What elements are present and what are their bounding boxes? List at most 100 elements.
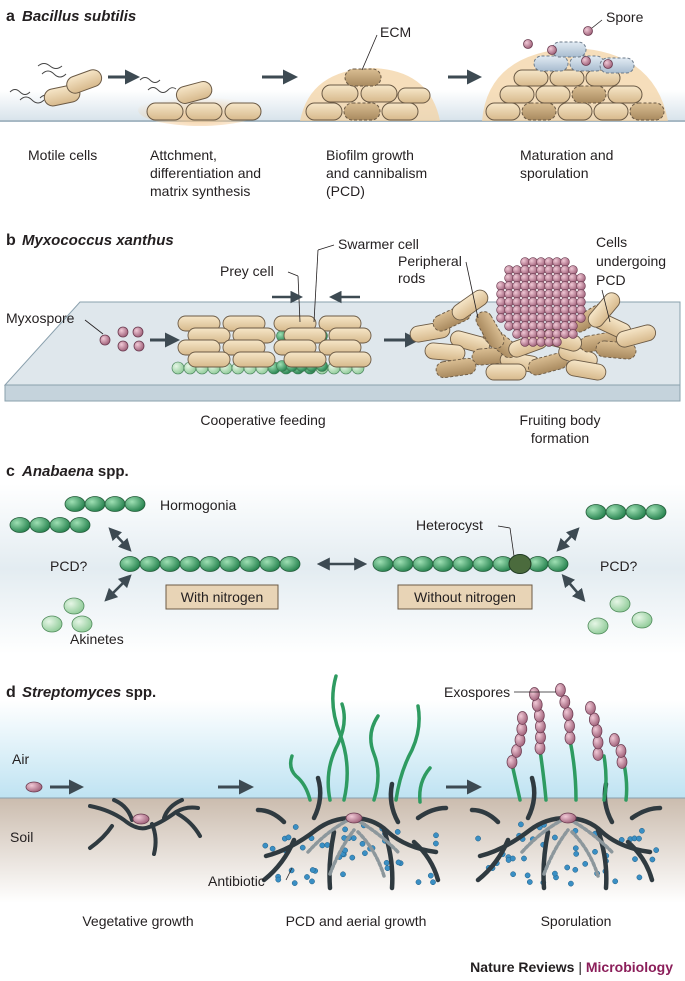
panel-a-letter: a xyxy=(6,8,15,25)
aerial-hypha xyxy=(331,674,349,802)
exospore xyxy=(559,695,571,709)
akinete-cell xyxy=(63,597,85,615)
lysing-hypha xyxy=(542,828,570,876)
panel-d-organism: Streptomyces xyxy=(22,684,121,701)
stage-d-3-line-1: Sporulation xyxy=(541,913,612,929)
myxospore-cell xyxy=(496,305,506,315)
vegetative-hypha xyxy=(255,807,287,825)
myxospore-cell xyxy=(568,265,578,275)
myxospore-cell xyxy=(504,297,514,307)
stage-a-4-line-1: Maturation and xyxy=(520,147,613,163)
vegetative-cell xyxy=(372,556,394,572)
panel-d-suffix: spp. xyxy=(121,684,156,701)
antibiotic-dot xyxy=(636,874,643,881)
myxospore-cell xyxy=(520,305,530,315)
hormogonium-cell xyxy=(585,504,607,520)
myxospore-cell xyxy=(504,289,514,299)
stage-b-1-line-1: Cooperative feeding xyxy=(200,412,325,428)
myxospore-cell xyxy=(568,281,578,291)
myxospore-cell xyxy=(560,289,570,299)
myxospore-cell xyxy=(576,273,586,283)
myxospore-cell xyxy=(536,297,546,307)
peripheral-rod xyxy=(587,292,621,328)
antibiotic-dot xyxy=(521,855,527,862)
myxospore-cell xyxy=(552,337,562,347)
myxospore-cell xyxy=(520,257,530,267)
panel-c: c Anabaena spp. Hormogonia Heterocyst PC… xyxy=(0,463,685,654)
hormogonium-cell xyxy=(69,517,91,533)
vegetative-cell xyxy=(199,556,221,572)
myxospore-cell xyxy=(544,297,554,307)
antibiotic-dot xyxy=(612,878,619,885)
panel-b: b Myxococcus xanthus Myxospore Swarmer c… xyxy=(3,232,681,446)
myxospore-cell xyxy=(568,297,578,307)
biofilm-cells xyxy=(300,34,440,121)
antibiotic-dot xyxy=(639,827,645,834)
antibiotic-dot xyxy=(340,871,346,878)
aerial-hypha xyxy=(369,714,380,802)
stage-a-3-line-1: Biofilm growth xyxy=(326,147,414,163)
vegetative-hypha xyxy=(150,822,158,856)
myxospore-cell xyxy=(496,289,506,299)
myxospore-cell xyxy=(576,281,586,291)
without-nitrogen-box xyxy=(397,584,533,610)
vegetative-cell xyxy=(392,556,414,572)
vegetative-cell xyxy=(279,556,301,572)
peripheral-rod xyxy=(475,311,505,349)
vegetative-cell xyxy=(432,556,454,572)
pcd-label-2: undergoing xyxy=(596,253,666,269)
antibiotic-dot xyxy=(309,867,316,873)
vegetative-hypha xyxy=(261,837,297,883)
germinating-spore xyxy=(132,813,150,825)
pcd-left-label: PCD? xyxy=(50,558,88,574)
exospore xyxy=(506,755,518,769)
myxospore-cell xyxy=(528,305,538,315)
antibiotic-dot xyxy=(427,872,434,879)
mature-biofilm xyxy=(482,19,668,121)
antibiotic-dot xyxy=(395,859,402,866)
antibiotic-dot xyxy=(475,835,481,842)
attachment-cells xyxy=(138,77,262,126)
peripheral-rods-label-2: rods xyxy=(398,270,425,286)
hormogonium-cell xyxy=(64,496,86,512)
antibiotic-dot xyxy=(384,865,391,872)
myxospore-cell xyxy=(520,289,530,299)
myxospore-cell xyxy=(496,313,506,323)
myxospore-cell xyxy=(512,281,522,291)
exospore xyxy=(585,701,596,715)
swarmer-rod xyxy=(187,351,231,368)
cooperative-feeding-cluster xyxy=(171,315,372,375)
peripheral-rods-label-1: Peripheral xyxy=(398,253,462,269)
myxospore-cell xyxy=(552,329,562,339)
antibiotic-dot xyxy=(592,848,598,855)
with-nitrogen-label: With nitrogen xyxy=(181,589,263,605)
hormogonium-cell xyxy=(124,496,146,512)
antibiotic-dot xyxy=(649,856,656,863)
antibiotic-dot xyxy=(299,844,306,851)
myxospore-cell xyxy=(536,257,546,267)
myxospore-cell xyxy=(560,305,570,315)
myxospore-cell xyxy=(576,297,586,307)
myxospores xyxy=(84,319,145,352)
exospore xyxy=(529,687,540,701)
myxospore-cell xyxy=(520,321,530,331)
panel-c-organism: Anabaena xyxy=(21,463,94,480)
myxospore-cell xyxy=(576,305,586,315)
vegetative-hypha xyxy=(525,775,537,821)
antibiotic-dot xyxy=(572,866,579,873)
prey-cell-label: Prey cell xyxy=(220,263,274,279)
myxospore-cell xyxy=(560,297,570,307)
myxospore-cell xyxy=(520,297,530,307)
antibiotic-dot xyxy=(552,834,558,841)
panel-c-background xyxy=(0,484,685,654)
lysing-hypha xyxy=(570,830,600,878)
aerial-hypha xyxy=(417,766,432,804)
vegetative-cell xyxy=(547,556,569,572)
myxospore-cell xyxy=(512,305,522,315)
vegetative-cell xyxy=(472,556,494,572)
vegetative-hypha xyxy=(327,829,337,891)
antibiotic-dot xyxy=(632,856,638,862)
myxospore-cell xyxy=(576,289,586,299)
myxospore-cell xyxy=(568,273,578,283)
